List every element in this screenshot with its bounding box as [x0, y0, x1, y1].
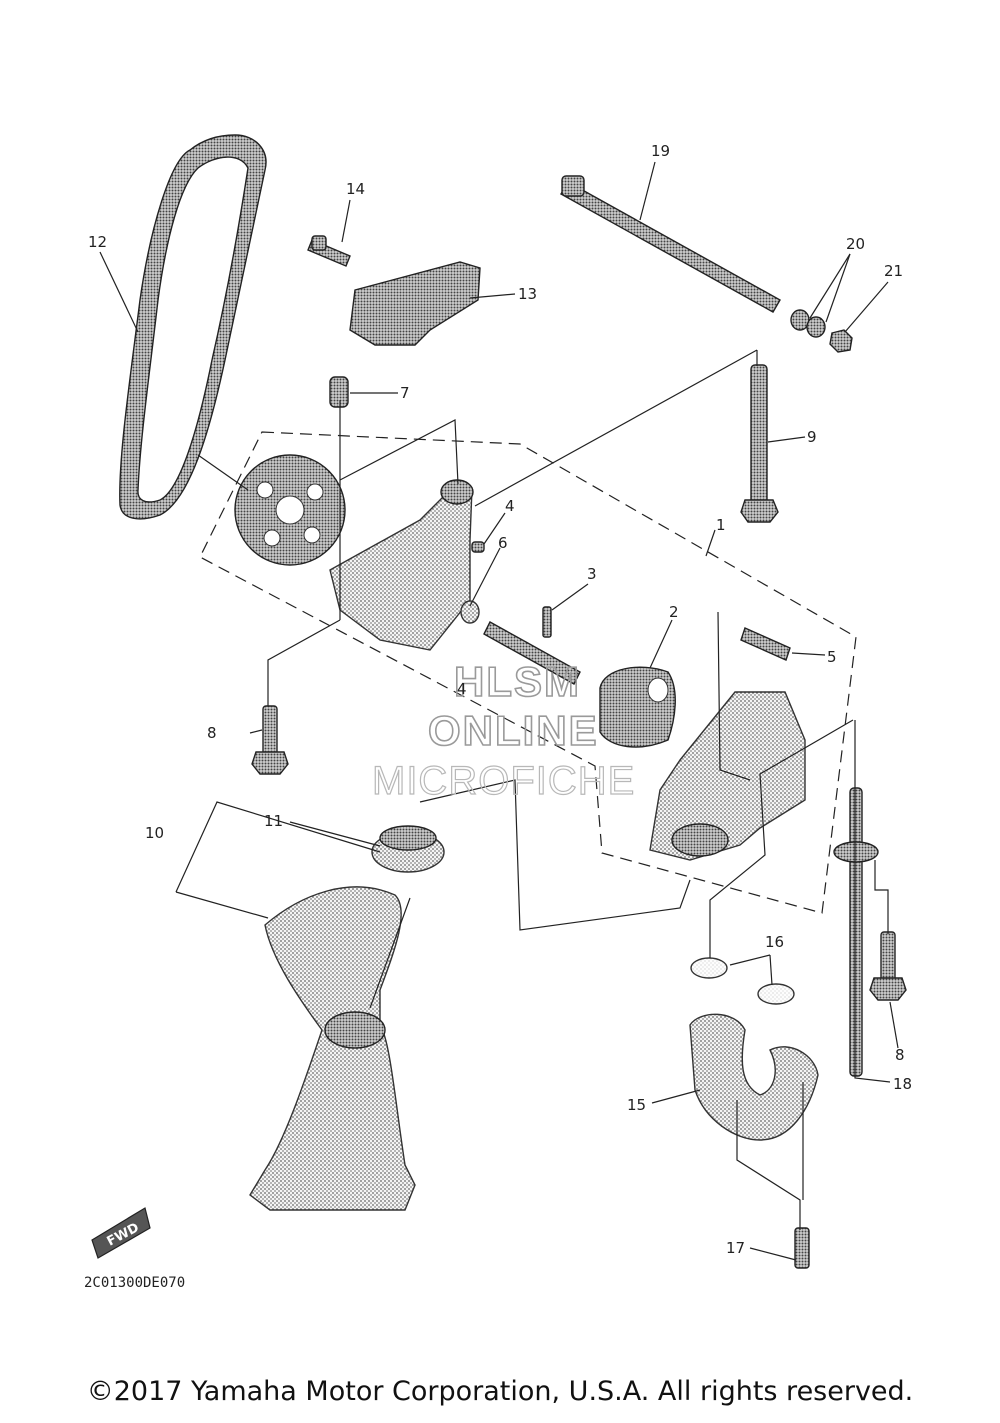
- diagram-code: 2C01300DE070: [84, 1275, 185, 1291]
- callout-8-right: 8: [895, 1046, 905, 1064]
- bolt-5-part: [740, 627, 791, 661]
- rotor-part: [599, 666, 676, 748]
- callouts: 1 2 3 4 4 5 6 7 8 8 9 10 11 12 13 14 15 …: [88, 142, 912, 1257]
- assembly-boundary: [199, 431, 857, 914]
- nut-part: [829, 329, 853, 353]
- callout-2: 2: [669, 603, 679, 621]
- strainer-10-part: [249, 886, 416, 1211]
- o-ring-6-part: [460, 600, 480, 624]
- watermark: HLSM ONLINE MICROFICHE: [371, 657, 635, 803]
- callout-15: 15: [627, 1096, 646, 1114]
- callout-13: 13: [518, 285, 537, 303]
- pipe-18-part: [833, 787, 879, 1077]
- callout-5: 5: [827, 648, 837, 666]
- leader-lines: [99, 161, 899, 1261]
- callout-18: 18: [893, 1075, 912, 1093]
- callout-19: 19: [651, 142, 670, 160]
- bolt-8-left-part: [251, 705, 289, 775]
- dowel-pin-part: [329, 376, 349, 408]
- watermark-line1: HLSM: [454, 658, 581, 705]
- chain-guide-part: [349, 261, 481, 346]
- forward-arrow-icon: FWD: [91, 1207, 151, 1259]
- callout-1: 1: [716, 516, 726, 534]
- bolt-9-part: [740, 364, 779, 523]
- guide-bolt-part: [307, 235, 351, 267]
- pipe-15-part: [689, 1013, 819, 1141]
- callout-17: 17: [726, 1239, 745, 1257]
- pin-4-part: [471, 541, 485, 553]
- callout-12: 12: [88, 233, 107, 251]
- callout-4-second: 4: [457, 680, 467, 698]
- oil-pump-body-part: [329, 479, 474, 651]
- callout-20: 20: [846, 235, 865, 253]
- copyright-notice: ©2017 Yamaha Motor Corporation, U.S.A. A…: [86, 1376, 914, 1407]
- callout-14: 14: [346, 180, 365, 198]
- callout-4: 4: [505, 497, 515, 515]
- o-ring-16-part: [690, 957, 795, 1005]
- watermark-line3: MICROFICHE: [372, 759, 635, 803]
- shaft-part: [483, 606, 581, 685]
- callout-3: 3: [587, 565, 597, 583]
- cam-chain-part: [119, 134, 267, 520]
- pump-housing-part: [649, 691, 806, 861]
- callout-10: 10: [145, 824, 164, 842]
- callout-11: 11: [264, 812, 283, 830]
- washer-part: [790, 309, 826, 338]
- callout-9: 9: [807, 428, 817, 446]
- callout-16: 16: [765, 933, 784, 951]
- sprocket-part: [234, 454, 346, 566]
- callout-6: 6: [498, 534, 508, 552]
- bolt-8-right-part: [869, 931, 907, 1001]
- watermark-line2: ONLINE: [428, 707, 599, 754]
- callout-8-left: 8: [207, 724, 217, 742]
- bolt-17-part: [794, 1227, 810, 1269]
- callout-21: 21: [884, 262, 903, 280]
- long-bolt-part: [560, 175, 781, 313]
- seal-11-part: [371, 825, 445, 873]
- callout-7: 7: [400, 384, 410, 402]
